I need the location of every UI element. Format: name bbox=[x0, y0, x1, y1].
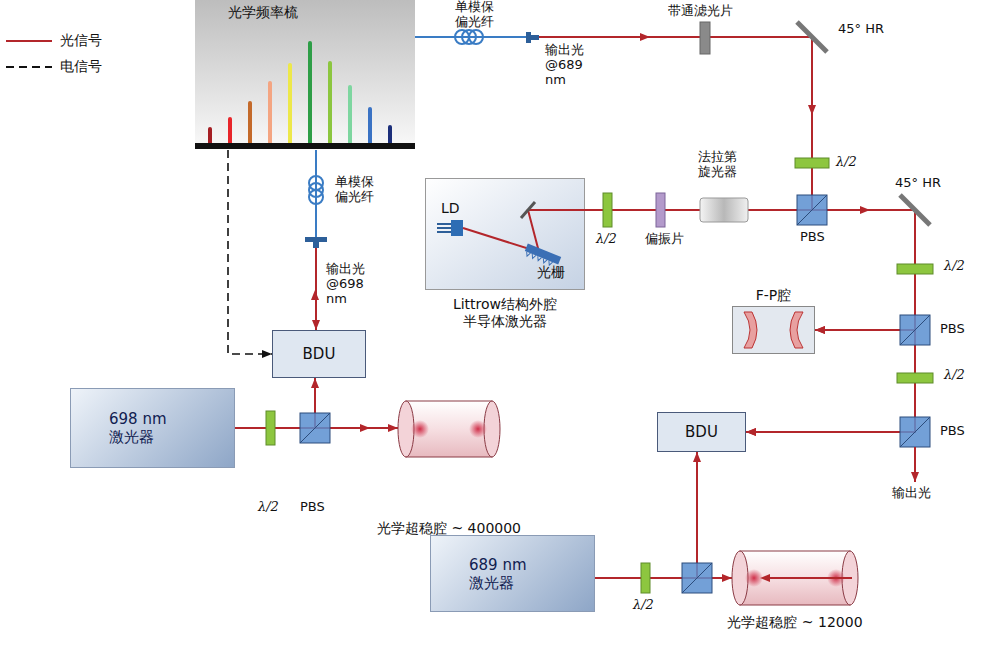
ultrastable-cavity: 光学超稳腔 ~ 12000 bbox=[732, 550, 858, 606]
legend-item: 光信号 bbox=[4, 28, 102, 54]
pbs-cube bbox=[300, 195, 930, 593]
light-path bbox=[415, 37, 915, 432]
ultrastable-cavity-art bbox=[398, 400, 500, 458]
part-label: 法拉第 旋光器 bbox=[698, 150, 744, 180]
bandpass-filter bbox=[700, 22, 710, 54]
node-text: 光学频率梳 bbox=[195, 4, 330, 21]
node-text: F-P腔 bbox=[712, 287, 835, 304]
legend-text: 光信号 bbox=[60, 32, 102, 50]
part-label: 偏振片 bbox=[645, 232, 684, 247]
fp-cavity-art bbox=[732, 306, 815, 354]
littrow-laser: LD光栅Littrow结构外腔 半导体激光器 bbox=[425, 178, 585, 290]
part-label: 输出光 @689 nm bbox=[545, 43, 607, 88]
bdu-box: BDU bbox=[657, 412, 746, 452]
legend: 光信号电信号 bbox=[4, 28, 102, 80]
part-label: λ/2 bbox=[944, 368, 965, 383]
node-text: 光栅 bbox=[537, 264, 565, 281]
laser-box: 689 nm 激光器 bbox=[430, 535, 595, 612]
node-text: Littrow结构外腔 半导体激光器 bbox=[405, 296, 605, 330]
ultrastable-cavity: 光学超稳腔 ~ 400000 bbox=[398, 400, 500, 458]
part-label: 45° HR bbox=[838, 22, 884, 37]
node-text: 698 nm 激光器 bbox=[109, 410, 171, 446]
light-path bbox=[415, 37, 915, 330]
node-text: 689 nm 激光器 bbox=[469, 556, 531, 592]
ultrastable-cavity-art bbox=[732, 550, 858, 606]
legend-item: 电信号 bbox=[4, 54, 102, 80]
part-label: 输出光 @698 nm bbox=[326, 262, 384, 307]
node-text: 光学超稳腔 ~ 400000 bbox=[348, 520, 550, 537]
part-label: PBS bbox=[940, 322, 965, 337]
part-label: 输出光 bbox=[892, 486, 931, 501]
node-text: BDU bbox=[273, 345, 365, 363]
legend-sample bbox=[4, 36, 54, 46]
node-text: LD bbox=[441, 200, 460, 217]
part-label: 带通滤光片 bbox=[668, 4, 733, 19]
part-label: PBS bbox=[940, 424, 965, 439]
part-label: PBS bbox=[300, 500, 325, 515]
bdu-box: BDU bbox=[272, 330, 366, 378]
node-text: BDU bbox=[658, 423, 745, 441]
light-path bbox=[595, 452, 697, 578]
part-label: λ/2 bbox=[596, 232, 617, 247]
part-label: 单模保 偏光纤 bbox=[335, 175, 379, 205]
fp-cavity: F-P腔 bbox=[732, 306, 815, 354]
part-label: λ/2 bbox=[944, 259, 965, 274]
half-wave-plate bbox=[266, 158, 933, 593]
output-beam bbox=[914, 447, 916, 482]
part-label: λ/2 bbox=[258, 500, 279, 515]
part-label: λ/2 bbox=[836, 155, 857, 170]
faraday-rotator bbox=[700, 198, 748, 222]
part-label: 单模保 偏光纤 bbox=[455, 0, 499, 30]
mirror-45 bbox=[900, 195, 930, 225]
part-label: λ/2 bbox=[633, 598, 654, 613]
frequency-comb: 光学频率梳 bbox=[195, 0, 415, 150]
node-text: 光学超稳腔 ~ 12000 bbox=[692, 614, 898, 631]
mirror-45 bbox=[797, 22, 827, 52]
polarizer bbox=[656, 193, 665, 227]
frequency-comb-art bbox=[195, 0, 415, 150]
part-label: PBS bbox=[800, 230, 825, 245]
light-path bbox=[585, 210, 915, 432]
legend-text: 电信号 bbox=[60, 58, 102, 76]
part-label: 45° HR bbox=[895, 176, 941, 191]
legend-sample bbox=[4, 62, 54, 72]
laser-box: 698 nm 激光器 bbox=[70, 388, 235, 468]
signal-wire bbox=[228, 150, 272, 354]
